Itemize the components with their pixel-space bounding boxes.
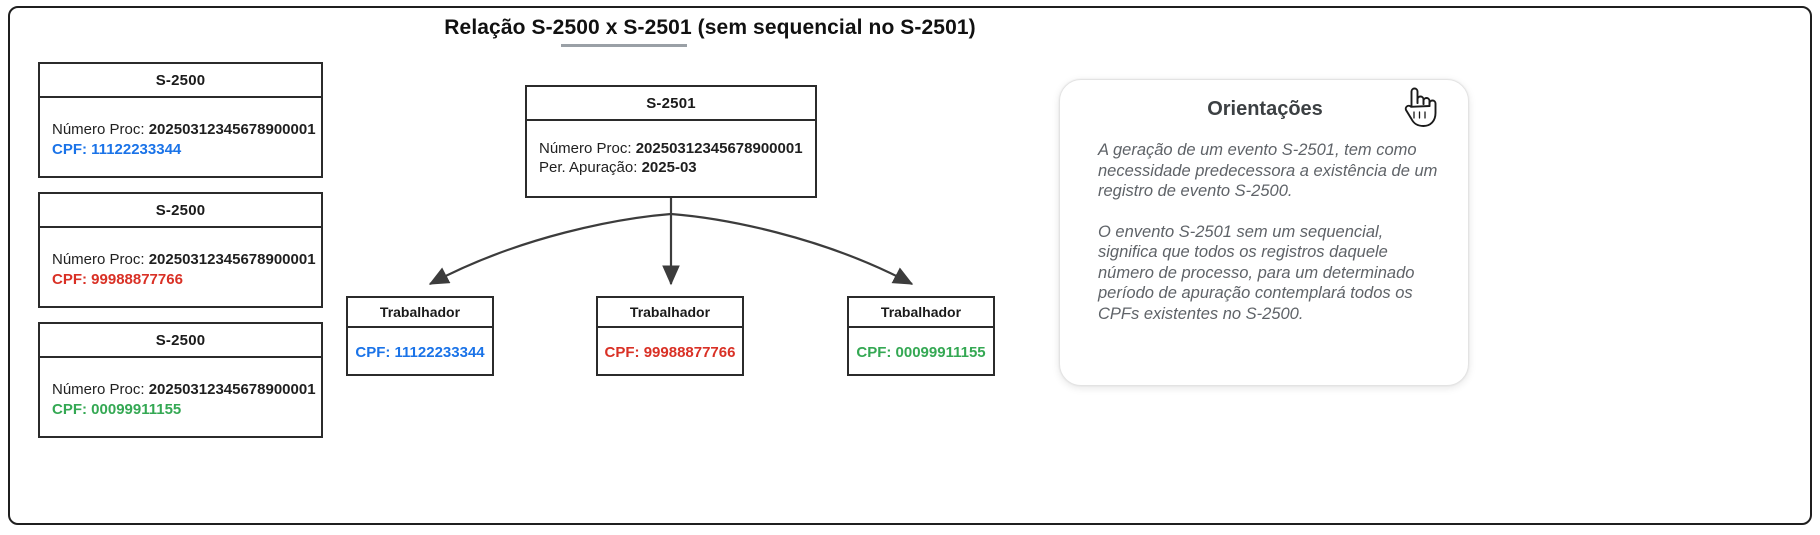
s2500-box-1-proc-line: Número Proc: 20250312345678900001 — [52, 120, 316, 139]
s2500-box-2-proc-label: Número Proc: — [52, 251, 145, 268]
trabalhador-box-3-cpf: CPF: 00099911155 — [856, 343, 986, 361]
trabalhador-box-2[interactable]: Trabalhador CPF: 99988877766 — [596, 296, 744, 376]
s2500-box-3-body: Número Proc: 20250312345678900001 CPF: 0… — [40, 358, 321, 429]
s2500-box-2-proc-value: 20250312345678900001 — [148, 251, 316, 268]
s2500-box-3-header: S-2500 — [40, 324, 321, 358]
page-title: Relação S-2500 x S-2501 (sem sequencial … — [444, 16, 976, 39]
s2501-box-header: S-2501 — [527, 87, 815, 121]
s2501-proc-value: 20250312345678900001 — [635, 140, 803, 157]
s2501-period-line: Per. Apuração: 2025-03 — [539, 158, 803, 177]
trabalhador-box-3-header: Trabalhador — [849, 298, 993, 328]
s2501-proc-label: Número Proc: — [539, 140, 632, 157]
s2500-box-2-cpf: CPF: 99988877766 — [52, 271, 183, 288]
s2501-box[interactable]: S-2501 Número Proc: 20250312345678900001… — [525, 85, 817, 198]
trabalhador-box-1[interactable]: Trabalhador CPF: 11122233344 — [346, 296, 494, 376]
trabalhador-box-1-header: Trabalhador — [348, 298, 492, 328]
s2500-box-1-cpf: CPF: 11122233344 — [52, 141, 182, 158]
s2500-box-3-proc-line: Número Proc: 20250312345678900001 — [52, 380, 316, 399]
s2500-box-2-body: Número Proc: 20250312345678900001 CPF: 9… — [40, 228, 321, 299]
s2500-box-3-proc-label: Número Proc: — [52, 381, 145, 398]
orientacoes-paragraph-2: O envento S-2501 sem um sequencial, sign… — [1098, 222, 1415, 323]
s2501-box-body: Número Proc: 20250312345678900001 Per. A… — [527, 121, 815, 187]
orientacoes-card: Orientações A geração de um evento S-250… — [1059, 79, 1469, 386]
s2500-box-3-cpf: CPF: 00099911155 — [52, 401, 182, 418]
trabalhador-box-2-header: Trabalhador — [598, 298, 742, 328]
s2500-box-1-header: S-2500 — [40, 64, 321, 98]
s2500-box-1-proc-label: Número Proc: — [52, 121, 145, 138]
title-underline-accent — [561, 44, 687, 47]
s2500-box-2-header: S-2500 — [40, 194, 321, 228]
s2500-box-3[interactable]: S-2500 Número Proc: 20250312345678900001… — [38, 322, 323, 438]
s2500-box-2[interactable]: S-2500 Número Proc: 20250312345678900001… — [38, 192, 323, 308]
s2500-box-2-proc-line: Número Proc: 20250312345678900001 — [52, 250, 316, 269]
s2501-period-value: 2025-03 — [641, 159, 697, 176]
orientacoes-body: A geração de um evento S-2501, tem como … — [1098, 140, 1438, 324]
trabalhador-box-3[interactable]: Trabalhador CPF: 00099911155 — [847, 296, 995, 376]
s2501-period-label: Per. Apuração: — [539, 159, 638, 176]
s2500-box-1[interactable]: S-2500 Número Proc: 20250312345678900001… — [38, 62, 323, 178]
s2500-box-1-body: Número Proc: 20250312345678900001 CPF: 1… — [40, 98, 321, 169]
trabalhador-box-1-cpf: CPF: 11122233344 — [355, 343, 485, 361]
trabalhador-box-2-cpf: CPF: 99988877766 — [604, 343, 736, 361]
s2500-box-1-proc-value: 20250312345678900001 — [148, 121, 316, 138]
hand-pointer-icon — [1404, 87, 1437, 127]
s2501-proc-line: Número Proc: 20250312345678900001 — [539, 139, 803, 158]
orientacoes-paragraph-1: A geração de um evento S-2501, tem como … — [1098, 141, 1438, 200]
orientacoes-title: Orientações — [1207, 98, 1323, 120]
s2500-box-3-proc-value: 20250312345678900001 — [148, 381, 316, 398]
